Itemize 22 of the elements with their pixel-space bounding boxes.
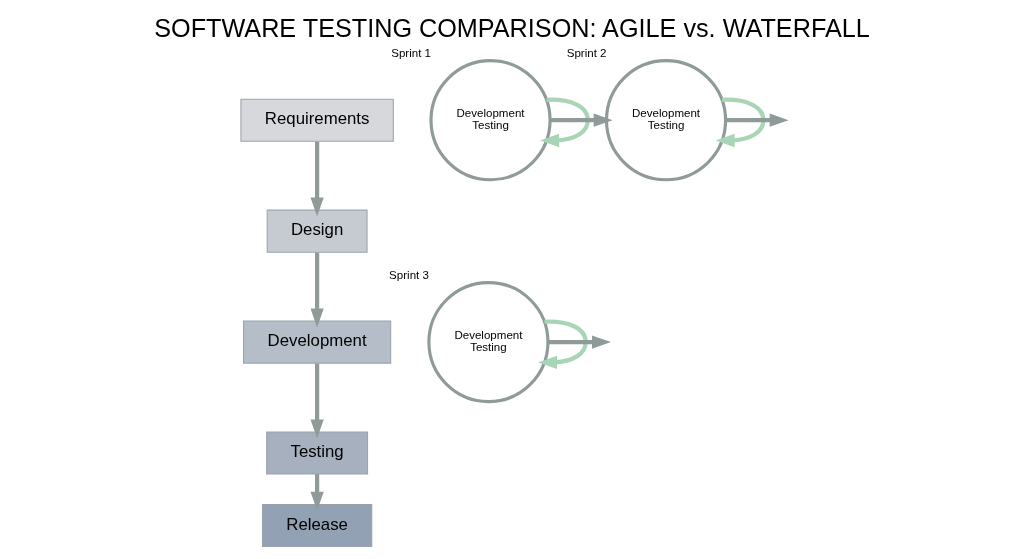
node-box: Release [261,504,373,548]
node-label: Sprint 3 [389,269,429,282]
arrow [548,335,611,349]
node-circle: Development Testing [429,59,552,182]
node-box: Testing [266,431,369,475]
arrow [715,97,766,148]
arrow [310,474,324,511]
node-label: Sprint 2 [566,47,607,60]
arrow [725,113,789,127]
arrow [310,141,324,217]
diagram-title: SOFTWARE TESTING COMPARISON: AGILE vs. WATERFALL [154,13,870,42]
arrow [538,319,588,370]
node-label: Sprint 1 [391,47,431,60]
node-circle: Development Testing [604,59,728,182]
arrow [310,252,324,328]
node-box: Design [266,209,368,253]
arrow [550,113,613,127]
node-box: Development [243,320,392,364]
node-box: Requirements [240,98,394,142]
node-circle: Development Testing [427,281,550,404]
arrow [540,97,590,148]
arrow [310,363,324,439]
